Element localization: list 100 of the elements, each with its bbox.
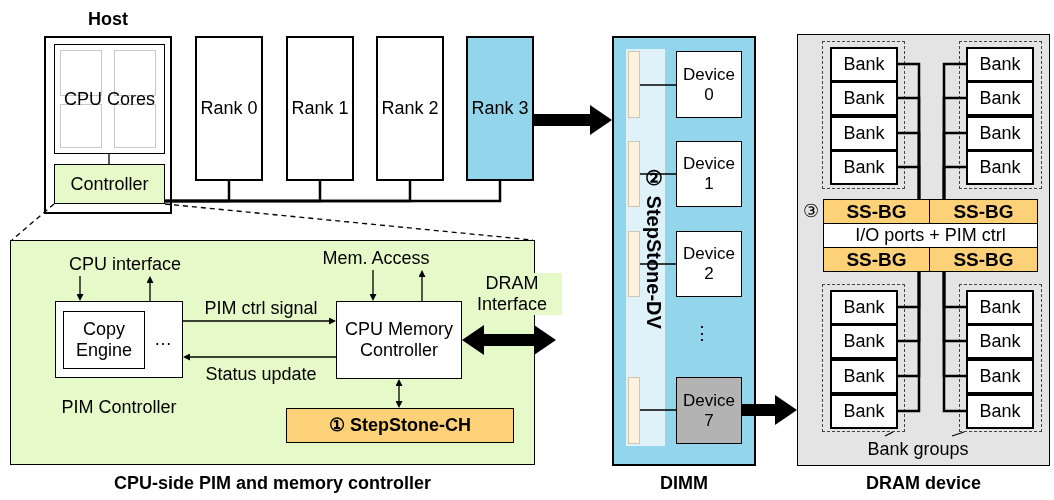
bank-box: [830, 324, 898, 359]
node-label: Bank: [843, 157, 885, 178]
node-label: Bank: [979, 297, 1021, 318]
rank-box: [286, 36, 354, 181]
node-label: Bank: [843, 331, 885, 352]
node-label: Bank groups: [867, 438, 969, 460]
bank-box: [830, 47, 898, 82]
arrow: [146, 276, 154, 302]
bank-box: [830, 359, 898, 394]
arrow: [183, 353, 337, 361]
arrow: [76, 275, 84, 301]
bank-box: [830, 394, 898, 429]
connector-line: [165, 181, 502, 203]
rank-box: [376, 36, 444, 181]
node-label: Copy Engine: [74, 319, 134, 361]
node-label: Bank: [843, 401, 885, 422]
callout-number: ③: [803, 200, 819, 222]
connector-line: [108, 153, 110, 165]
bank-group-outline: [822, 41, 905, 189]
node-label: Device 1: [682, 154, 736, 194]
panel-heading: DIMM: [660, 472, 708, 494]
connector-line: [942, 165, 966, 199]
memory-controller-box: [336, 301, 462, 379]
ss-bg-box: [929, 199, 1038, 224]
node-label: Bank: [843, 54, 885, 75]
zoom-line: [11, 203, 55, 241]
buffer-band: [626, 49, 665, 446]
buffer-chip-box: [628, 231, 640, 297]
node-label: Bank: [843, 297, 885, 318]
rank-box: [195, 36, 263, 181]
connector-line: [884, 431, 894, 437]
box-caption: PIM Controller: [61, 396, 177, 418]
node-label: Bank: [979, 123, 1021, 144]
bank-box: [966, 394, 1034, 429]
device-box: [676, 51, 742, 118]
node-label: I/O ports + PIM ctrl: [855, 225, 1006, 246]
rank-box: [466, 36, 534, 181]
highlight-box: [286, 408, 514, 443]
arrow: [369, 269, 377, 301]
node-label: SS-BG: [953, 248, 1014, 271]
node-label: Device 2: [682, 244, 736, 284]
bank-box: [966, 116, 1034, 151]
bank-box: [830, 116, 898, 151]
connector-line: [951, 431, 965, 437]
bank-box: [966, 290, 1034, 325]
buffer-chip-box: [628, 377, 640, 444]
node-label: Bank: [979, 157, 1021, 178]
buffer-chip-box: [628, 51, 640, 118]
ellipsis-text: …: [154, 328, 172, 350]
node-label: Device 0: [682, 64, 736, 105]
node-label: Bank: [979, 54, 1021, 75]
node-label: Bank: [979, 88, 1021, 109]
connector-line: [639, 173, 677, 175]
node-label: Bank: [843, 366, 885, 387]
device-box: [676, 141, 742, 207]
node-label: Bank: [843, 123, 885, 144]
connector-line: [898, 272, 921, 413]
node-label: Bank: [979, 401, 1021, 422]
bank-box: [966, 150, 1034, 185]
device-box: [676, 377, 742, 444]
copy-engine-box: [63, 311, 145, 369]
connector-line: [639, 263, 677, 265]
arrow: [182, 317, 336, 325]
bank-box: [830, 150, 898, 185]
controller-box: [54, 164, 165, 204]
connector-line: [898, 165, 921, 199]
bank-box: [966, 359, 1034, 394]
bank-box: [830, 81, 898, 116]
node-label: SS-BG: [846, 248, 907, 271]
node-label: CPU Memory Controller: [344, 319, 454, 361]
zoom-line: [164, 203, 534, 241]
panel-heading: Host: [88, 8, 128, 30]
node-label: Rank 3: [471, 98, 529, 119]
ss-bg-box: [823, 199, 930, 224]
node-label: SS-BG: [846, 200, 907, 223]
node-label: SS-BG: [953, 200, 1014, 223]
node-label: Bank: [843, 88, 885, 109]
node-label: CPU interface: [68, 253, 181, 275]
node-label: Mem. Access: [322, 247, 430, 269]
bank-box: [966, 47, 1034, 82]
block-arrow: [742, 395, 797, 425]
ss-bg-box: [929, 247, 1038, 272]
node-label: Bank: [979, 331, 1021, 352]
bank-group-outline: [959, 41, 1042, 189]
ss-bg-box: [823, 247, 930, 272]
bank-group-outline: [822, 284, 905, 432]
bank-group-outline: [959, 284, 1042, 432]
panel-heading: CPU-side PIM and memory controller: [113, 472, 432, 494]
cpu-cores-box: [54, 44, 165, 154]
node-label: CPU Cores: [64, 88, 155, 110]
node-label: Device 7: [682, 390, 736, 431]
connector-line: [639, 409, 677, 411]
vertical-label: ② StepStone-DV: [641, 166, 665, 329]
node-label: Rank 2: [381, 98, 439, 119]
buffer-chip-box: [628, 141, 640, 207]
bank-box: [966, 324, 1034, 359]
block-arrow: [534, 105, 612, 135]
connector-line: [639, 84, 677, 86]
arrow: [395, 379, 403, 408]
node-label: Controller: [70, 173, 149, 195]
